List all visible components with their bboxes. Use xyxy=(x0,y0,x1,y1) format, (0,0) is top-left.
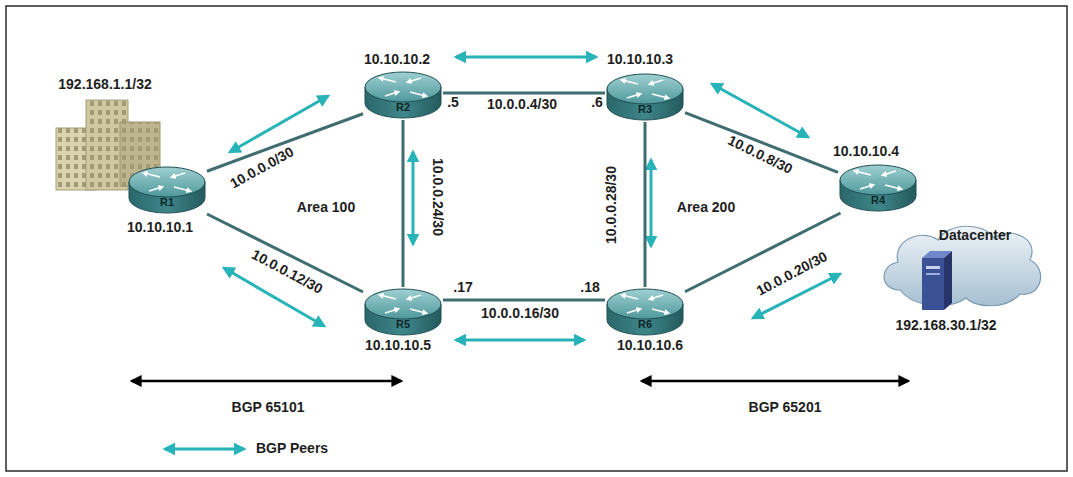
host-address: 192.168.30.1/32 xyxy=(895,318,996,333)
router-top xyxy=(840,165,916,195)
bgp-peer-arrow xyxy=(412,152,415,244)
router-arrow xyxy=(380,78,396,82)
legend-sample-arrow xyxy=(165,448,244,451)
network-link xyxy=(644,122,647,287)
router-name: R4 xyxy=(871,194,885,206)
legend-entry: BGP Peers xyxy=(256,441,328,456)
router-arrow xyxy=(408,78,421,82)
area-label: Area 200 xyxy=(677,200,735,215)
router-top xyxy=(607,289,683,319)
interface-address: .17 xyxy=(453,280,472,295)
router-name: R3 xyxy=(638,103,652,115)
network-link xyxy=(443,92,605,95)
router-arrow xyxy=(622,295,638,299)
subnet-label: 10.0.0.16/30 xyxy=(481,306,559,321)
router-arrow xyxy=(149,187,162,191)
router-name: R2 xyxy=(396,101,410,113)
router-arrow xyxy=(885,185,901,189)
router-id: 10.10.10.2 xyxy=(364,52,430,67)
router-node: R110.10.10.1 xyxy=(127,165,207,215)
server-slot xyxy=(926,273,940,275)
router-top xyxy=(365,72,441,102)
interface-address: .6 xyxy=(591,95,603,110)
router-arrow xyxy=(144,173,160,177)
router-arrow xyxy=(860,185,873,189)
bgp-peer-arrow xyxy=(456,339,584,342)
as-label: BGP 65101 xyxy=(232,400,305,415)
router-top xyxy=(607,74,683,104)
as-span-arrow xyxy=(132,380,401,383)
router-arrow xyxy=(385,309,398,313)
router-top xyxy=(365,289,441,319)
subnet-label: 10.0.0.12/30 xyxy=(249,247,325,297)
cloud-node: Datacenter xyxy=(878,220,1043,308)
area-label: Area 100 xyxy=(297,200,355,215)
frame-border xyxy=(6,6,1067,471)
subnet-label: 10.0.0.20/30 xyxy=(754,249,830,299)
host-address: 192.168.1.1/32 xyxy=(58,77,151,92)
router-node: R210.10.10.2 xyxy=(363,70,443,120)
router-arrow xyxy=(410,309,426,313)
router-name: R5 xyxy=(396,318,410,330)
router-node: R510.10.10.5 xyxy=(363,287,443,337)
router-arrow xyxy=(652,309,668,313)
cloud-shape xyxy=(884,226,1041,306)
router-arrow xyxy=(650,80,663,84)
interface-address: .18 xyxy=(580,280,599,295)
router-arrow xyxy=(627,309,640,313)
router-id: 10.10.10.5 xyxy=(365,338,431,353)
router-arrow xyxy=(172,173,185,177)
as-span-arrow xyxy=(642,380,908,383)
router-arrow xyxy=(408,295,421,299)
bgp-peer-arrow xyxy=(650,160,653,246)
server-icon xyxy=(922,251,952,310)
server-top xyxy=(922,251,952,258)
router-arrow xyxy=(410,92,426,96)
server-front xyxy=(922,258,944,310)
bgp-peer-arrows xyxy=(165,57,840,449)
subnet-label: 10.0.0.8/30 xyxy=(725,133,795,178)
router-id: 10.10.10.4 xyxy=(833,144,899,159)
router-arrow xyxy=(380,295,396,299)
router-arrow xyxy=(883,171,896,175)
bgp-peer-arrow xyxy=(456,56,596,59)
router-arrow xyxy=(650,295,663,299)
subnet-label: 10.0.0.0/30 xyxy=(228,144,297,191)
router-arrow xyxy=(174,187,190,191)
router-arrow xyxy=(622,80,638,84)
router-node: R410.10.10.4 xyxy=(838,163,918,213)
router-id: 10.10.10.1 xyxy=(127,220,193,235)
network-link xyxy=(443,299,605,302)
server-side xyxy=(944,251,952,310)
interface-address: .5 xyxy=(447,95,459,110)
subnet-label: 10.0.0.4/30 xyxy=(487,97,557,112)
router-node: R310.10.10.3 xyxy=(605,72,685,122)
legend-text: BGP Peers xyxy=(256,441,328,456)
router-arrow xyxy=(627,94,640,98)
router-name: R1 xyxy=(160,196,174,208)
router-arrow xyxy=(385,92,398,96)
subnet-label: 10.0.0.28/30 xyxy=(604,166,619,244)
router-node: R610.10.10.6 xyxy=(605,287,685,337)
as-label: BGP 65201 xyxy=(749,400,822,415)
network-link xyxy=(207,214,363,292)
router-top xyxy=(129,167,205,197)
cloud-title: Datacenter xyxy=(939,228,1011,243)
as-span-arrows xyxy=(132,380,908,383)
router-arrow xyxy=(652,94,668,98)
subnet-label: 10.0.0.24/30 xyxy=(429,158,444,236)
network-link xyxy=(402,120,405,287)
router-id: 10.10.10.6 xyxy=(617,338,683,353)
router-arrow xyxy=(855,171,871,175)
router-name: R6 xyxy=(638,318,652,330)
router-id: 10.10.10.3 xyxy=(607,52,673,67)
server-slot xyxy=(926,266,940,269)
